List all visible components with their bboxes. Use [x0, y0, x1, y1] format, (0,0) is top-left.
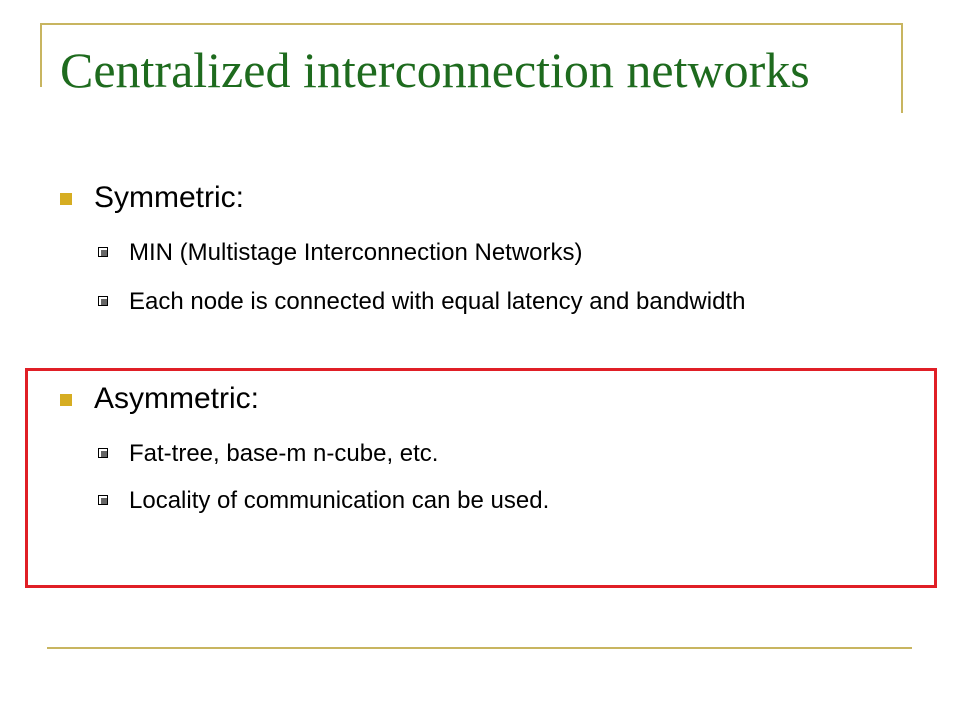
- hollow-square-bullet-icon: [98, 448, 108, 458]
- subbullet-label: Locality of communication can be used.: [129, 487, 550, 514]
- left-divider: [40, 23, 42, 87]
- right-divider: [901, 23, 903, 113]
- slide-title: Centralized interconnection networks: [60, 42, 810, 98]
- highlight-box: [25, 368, 937, 588]
- square-bullet-icon: [60, 394, 72, 406]
- bullet-symmetric: Symmetric:: [60, 180, 244, 216]
- bullet-label: Asymmetric:: [94, 382, 259, 415]
- subbullet-label: MIN (Multistage Interconnection Networks…: [129, 239, 583, 266]
- bullet-asymmetric: Asymmetric:: [60, 381, 259, 417]
- hollow-square-bullet-icon: [98, 495, 108, 505]
- subbullet-label: Each node is connected with equal latenc…: [129, 288, 746, 315]
- bottom-divider: [47, 647, 912, 649]
- subbullet-equal-latency: Each node is connected with equal latenc…: [98, 285, 849, 318]
- top-divider: [40, 23, 903, 25]
- square-bullet-icon: [60, 193, 72, 205]
- subbullet-label: Fat-tree, base-m n-cube, etc.: [129, 440, 439, 467]
- subbullet-locality: Locality of communication can be used.: [98, 484, 849, 517]
- subbullet-fat-tree: Fat-tree, base-m n-cube, etc.: [98, 437, 849, 470]
- hollow-square-bullet-icon: [98, 296, 108, 306]
- subbullet-min: MIN (Multistage Interconnection Networks…: [98, 236, 849, 269]
- bullet-label: Symmetric:: [94, 181, 244, 214]
- hollow-square-bullet-icon: [98, 247, 108, 257]
